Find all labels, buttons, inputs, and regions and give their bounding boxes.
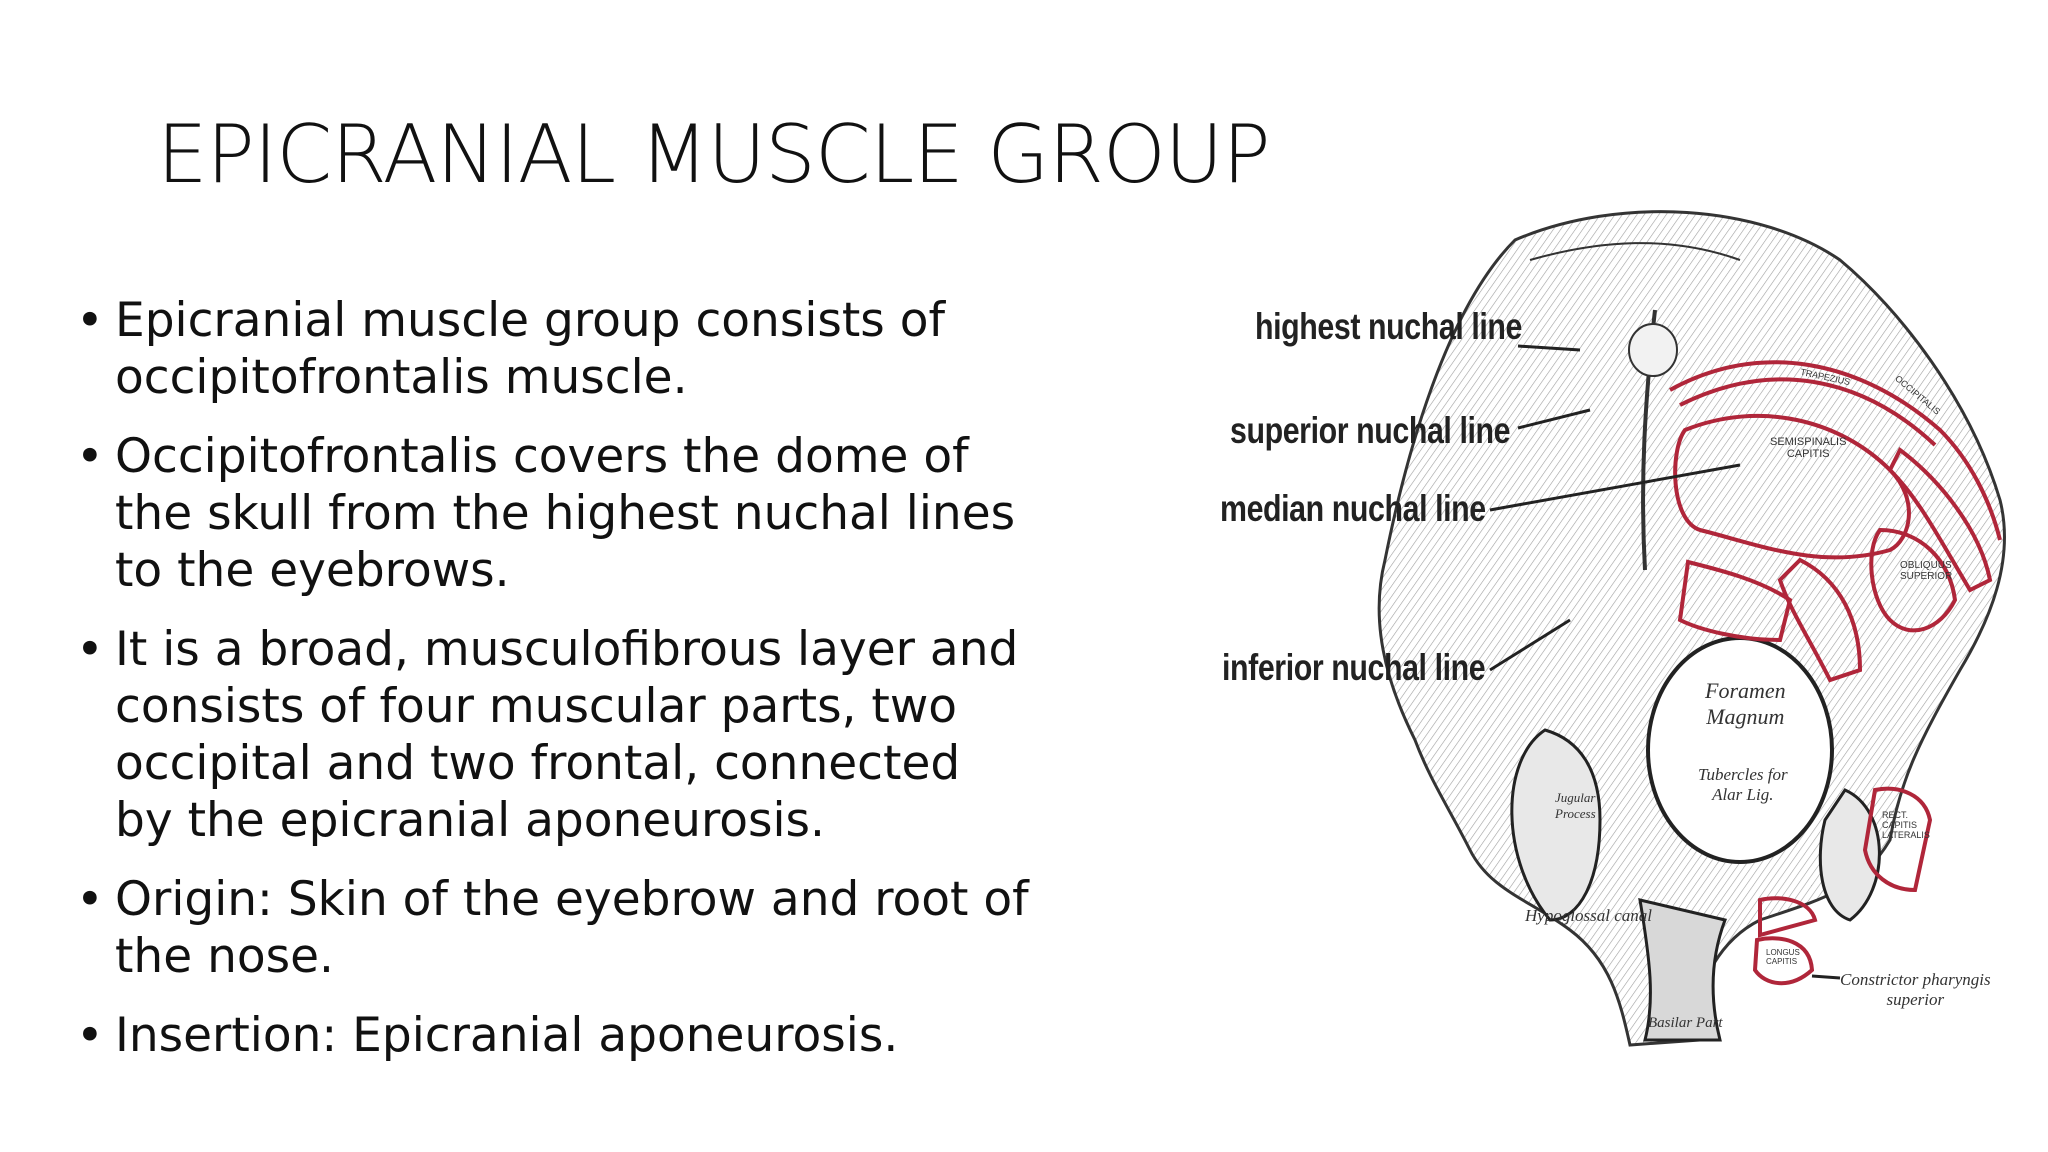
bullet-text: Occipitofrontalis covers the dome of the…	[115, 429, 1016, 598]
occipital-bone-drawing	[1377, 210, 2006, 1047]
label-inferior-nuchal-line: inferior nuchal line	[1222, 647, 1486, 688]
skull-illustration: highest nuchal line superior nuchal line…	[1200, 200, 2020, 1080]
bullet-item: • Epicranial muscle group consists of oc…	[70, 292, 1090, 406]
bullet-marker: •	[76, 622, 104, 677]
leader-lines	[1489, 344, 1841, 980]
label-foramen-magnum: Foramen Magnum	[1705, 678, 1786, 729]
bullet-item: • Insertion: Epicranial aponeurosis.	[70, 1007, 1090, 1064]
muscle-attachments	[1669, 360, 2002, 986]
bullet-item: • Origin: Skin of the eyebrow and root o…	[70, 871, 1090, 985]
label-hypoglossal-canal: Hypoglossal canal	[1525, 906, 1653, 925]
label-basilar-part: Basilar Part	[1648, 1015, 1723, 1031]
bullet-text: Origin: Skin of the eyebrow and root of …	[115, 872, 1029, 984]
label-median-nuchal-line: median nuchal line	[1220, 488, 1486, 529]
bullet-marker: •	[76, 1008, 104, 1063]
bullet-marker: •	[76, 872, 104, 927]
foramen-magnum	[1646, 636, 1834, 864]
bullet-marker: •	[76, 293, 104, 348]
label-longus-capitis: LONGUS CAPITIS	[1766, 948, 1800, 966]
bullet-item: • It is a broad, musculofibrous layer an…	[70, 621, 1090, 849]
bullet-text: Insertion: Epicranial aponeurosis.	[115, 1008, 899, 1063]
label-semispinalis: SEMISPINALIS CAPITIS	[1770, 436, 1847, 460]
bullet-marker: •	[76, 429, 104, 484]
label-superior-nuchal-line: superior nuchal line	[1230, 410, 1511, 451]
label-highest-nuchal-line: highest nuchal line	[1255, 306, 1522, 347]
label-constrictor: Constrictor pharyngis superior	[1840, 970, 1991, 1009]
label-jugular-process: Jugular Process	[1555, 790, 1596, 821]
label-tubercles: Tubercles for Alar Lig.	[1698, 765, 1788, 804]
bullet-item: • Occipitofrontalis covers the dome of t…	[70, 428, 1090, 599]
label-rect-lateralis: RECT. CAPITIS LATERALIS	[1882, 810, 1930, 840]
bullet-text: It is a broad, musculofibrous layer and …	[115, 622, 1019, 848]
bullet-list: • Epicranial muscle group consists of oc…	[70, 292, 1090, 1086]
slide-title: EPICRANIAL MUSCLE GROUP	[157, 108, 1271, 201]
bullet-text: Epicranial muscle group consists of occi…	[115, 293, 946, 405]
label-obliquus: OBLIQUUS SUPERIOR	[1900, 560, 1953, 582]
